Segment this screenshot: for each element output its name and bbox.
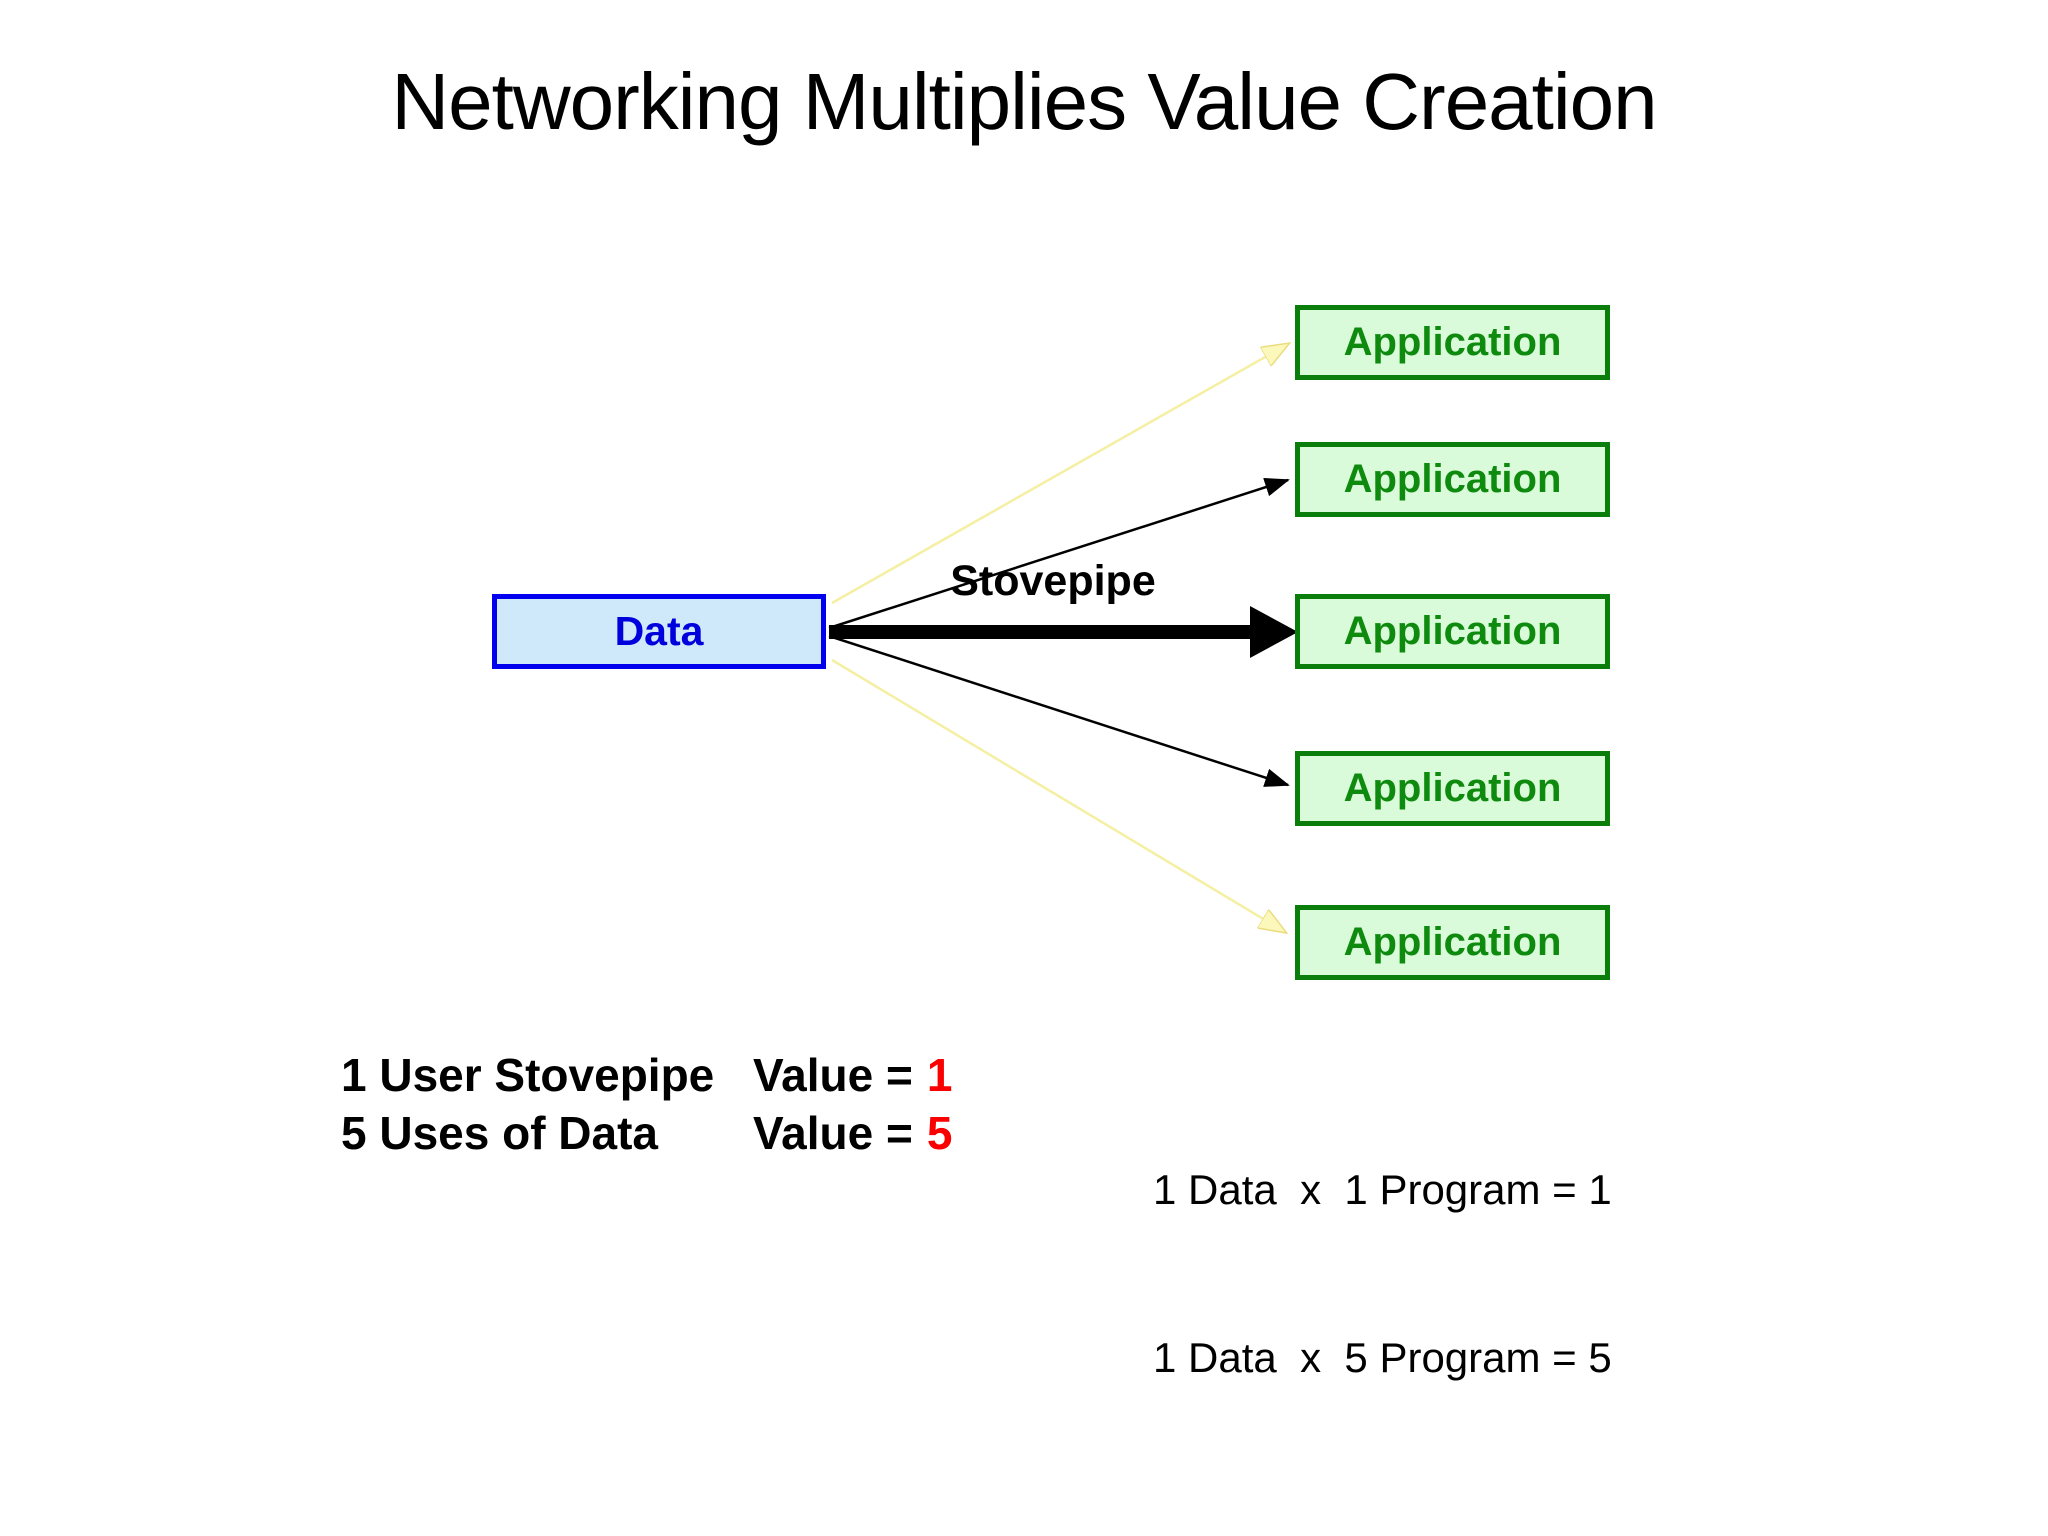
right-equations: 1 Data x 1 Program = 1 1 Data x 5 Progra…: [1153, 1050, 1612, 1498]
application-label: Application: [1343, 920, 1562, 964]
network-value-number: 5: [926, 1107, 953, 1159]
application-box-2: Application: [1295, 442, 1610, 517]
arrow-to-application-4: [828, 634, 1290, 787]
stovepipe-value-line: 1 User Stovepipe Value = 1: [341, 1046, 952, 1104]
stovepipe-value-prefix: Value =: [753, 1049, 913, 1101]
application-label: Application: [1343, 320, 1562, 364]
application-box-5: Application: [1295, 905, 1610, 980]
arrow-to-application-2: [828, 478, 1290, 630]
stovepipe-value-label: 1 User Stovepipe: [341, 1049, 715, 1101]
application-label: Application: [1343, 457, 1562, 501]
application-label: Application: [1343, 766, 1562, 810]
application-label: Application: [1343, 609, 1562, 653]
stovepipe-value-number: 1: [926, 1049, 953, 1101]
weak-link-to-application-5: [831, 658, 1285, 932]
data-box: Data: [492, 594, 826, 669]
equation-line-1: 1 Data x 1 Program = 1: [1153, 1166, 1612, 1213]
data-box-label: Data: [614, 608, 704, 654]
network-value-prefix: Value =: [753, 1107, 913, 1159]
left-equations: 1 User Stovepipe Value = 1 5 Uses of Dat…: [341, 1046, 952, 1162]
network-value-line: 5 Uses of Data Value = 5: [341, 1104, 952, 1162]
application-box-1: Application: [1295, 305, 1610, 380]
application-box-3: Application: [1295, 594, 1610, 669]
equation-line-2: 1 Data x 5 Program = 5: [1153, 1334, 1612, 1381]
stovepipe-arrow-head: [1250, 606, 1298, 658]
slide-title: Networking Multiplies Value Creation: [391, 57, 1657, 146]
network-value-label: 5 Uses of Data: [341, 1107, 659, 1159]
stovepipe-label: Stovepipe: [950, 557, 1156, 605]
application-box-4: Application: [1295, 751, 1610, 826]
weak-link-to-application-1: [831, 344, 1288, 605]
